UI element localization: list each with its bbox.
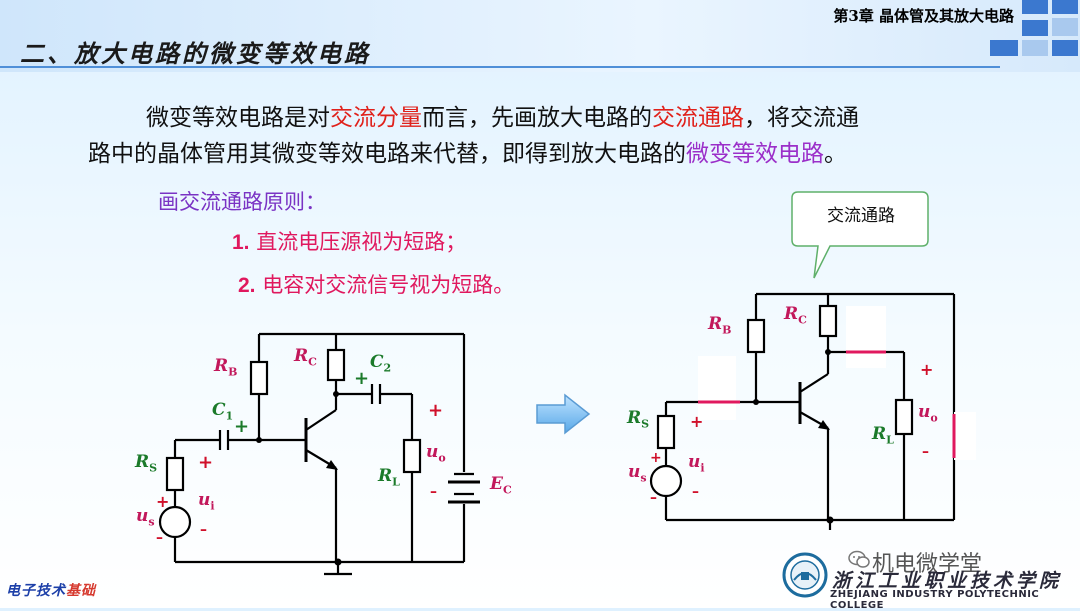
para-highlight-ac-component: 交流分量 (330, 105, 422, 131)
amplifier-circuit-diagram (158, 332, 480, 576)
wechat-icon (848, 550, 870, 568)
ac-us-minus: – (650, 490, 657, 506)
title-underline (0, 66, 1000, 68)
para-text-2: 而言，先画放大电路的 (422, 105, 652, 131)
rule-text: 直流电压源视为短路； (256, 230, 467, 254)
ac-label-us: us (628, 462, 647, 485)
label-ui: ui (198, 490, 215, 513)
ac-path-circuit-diagram (649, 292, 976, 530)
ui-minus: – (200, 522, 207, 538)
label-us: us (136, 506, 155, 529)
label-c1: C1 (212, 400, 234, 423)
ac-label-ui: ui (688, 452, 705, 475)
rule-number: 1. (232, 231, 250, 254)
wechat-account-name: 机电微学堂 (872, 552, 983, 577)
label-rs: RS (135, 452, 158, 475)
label-c2: C2 (370, 352, 392, 375)
rule-text: 电容对交流信号视为短路。 (262, 273, 515, 297)
para-highlight-small-signal-circuit: 微变等效电路 (686, 141, 824, 167)
ui-plus: + (198, 452, 214, 473)
chapter-label: 第3章 晶体管及其放大电路 (833, 7, 1014, 25)
ac-label-rc: RC (784, 304, 807, 327)
para-text-4: 路中的晶体管用其微变等效电路来代替，即得到放大电路的 (88, 141, 686, 167)
ac-ui-minus: – (692, 484, 699, 500)
ac-us-plus: + (650, 450, 662, 466)
intro-paragraph: 微变等效电路是对交流分量而言，先画放大电路的交流通路，将交流通路中的晶体管用其微… (88, 100, 1018, 172)
slide-title: 二、放大电路的微变等效电路 (20, 40, 371, 68)
ac-ui-plus: + (690, 412, 704, 431)
course-name-a: 电子技术 (6, 583, 66, 599)
ac-uo-minus: – (922, 444, 929, 460)
para-highlight-ac-path: 交流通路 (652, 105, 744, 131)
ac-label-rl: RL (872, 424, 894, 447)
ac-label-uo: uo (918, 402, 938, 425)
us-plus: + (156, 492, 170, 511)
uo-minus: – (430, 484, 437, 500)
course-name-b: 基础 (66, 583, 96, 599)
header-bar (0, 0, 1080, 72)
right-arrow-icon (536, 393, 591, 435)
school-logo-icon (782, 552, 828, 598)
label-ec: EC (490, 474, 512, 497)
c2-plus: + (354, 368, 370, 389)
rule-number: 2. (238, 274, 256, 297)
para-text-3: ，将交流通 (744, 105, 859, 131)
callout-bubble (791, 191, 929, 279)
para-text-1: 微变等效电路是对 (146, 105, 330, 131)
label-rb: RB (214, 356, 238, 379)
ac-label-rs: RS (627, 408, 650, 431)
uo-plus: + (428, 400, 444, 421)
rule-item-2: 2. 电容对交流信号视为短路。 (238, 269, 514, 299)
para-text-5: 。 (824, 141, 847, 167)
school-name-en: ZHEJIANG INDUSTRY POLYTECHNIC COLLEGE (830, 589, 1040, 611)
callout-text: 交流通路 (827, 206, 895, 226)
label-rc: RC (294, 346, 317, 369)
school-name-cn: 浙江工业职业技术学院 (832, 570, 1063, 592)
rule-item-1: 1. 直流电压源视为短路； (232, 226, 466, 256)
ac-uo-plus: + (920, 360, 934, 379)
label-uo: uo (426, 442, 446, 465)
c1-plus: + (234, 416, 250, 437)
label-rl: RL (378, 466, 400, 489)
ac-label-rb: RB (708, 314, 732, 337)
rules-heading: 画交流通路原则： (158, 190, 326, 214)
course-name: 电子技术基础 (6, 580, 96, 600)
us-minus: – (156, 530, 163, 546)
